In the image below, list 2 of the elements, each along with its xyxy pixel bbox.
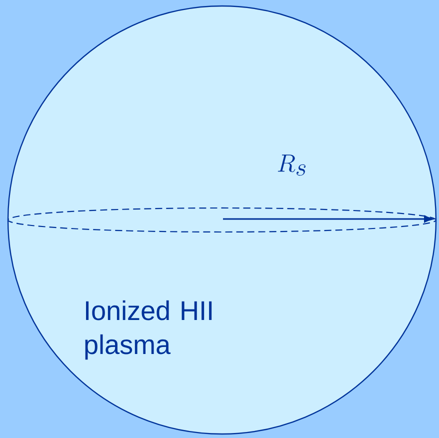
sphere-label: Ionized HII plasma <box>85 300 212 360</box>
radius-label: $R_s$ <box>278 154 306 176</box>
